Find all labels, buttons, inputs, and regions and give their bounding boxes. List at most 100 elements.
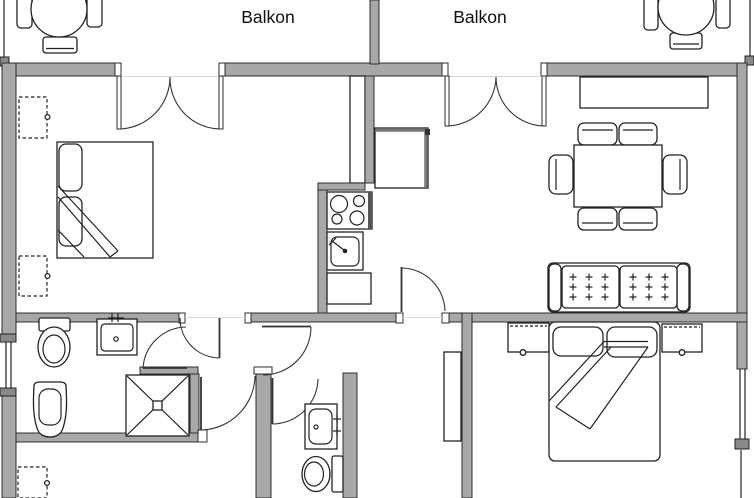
fridge-hinge <box>425 129 430 135</box>
nightstand-icon <box>507 322 550 353</box>
chair-icon <box>42 36 78 54</box>
faucet-handle <box>328 237 337 246</box>
chair-icon <box>16 0 33 29</box>
sink-drain <box>113 336 119 342</box>
wall-kitchen-jog <box>317 182 366 191</box>
bedroom2-furniture <box>443 321 703 462</box>
burner <box>329 194 349 214</box>
doors <box>116 75 547 431</box>
balcony-door1-right-leaf <box>218 75 224 130</box>
wc-sink-basin <box>308 408 333 445</box>
dresser-knob <box>44 272 51 280</box>
living-room-furniture <box>547 76 709 313</box>
kitchen-door-arc <box>401 267 446 312</box>
bathroom-door-arc <box>142 326 187 369</box>
bedroom1-door-arc <box>179 317 220 359</box>
balcony-door2-left-leaf <box>444 75 450 127</box>
window-left-cap-top <box>0 333 17 343</box>
nightstand-icon <box>661 323 703 353</box>
window-right-cap <box>734 438 750 450</box>
wall-wc-right <box>342 372 358 498</box>
jamb <box>540 62 548 77</box>
kitchen-sink-basin <box>330 236 360 267</box>
burner <box>331 213 343 225</box>
dining-chair-icon <box>662 154 688 195</box>
railing-right-foot <box>744 55 754 66</box>
storage-door-arc <box>200 375 256 431</box>
wc-toilet-bowl <box>303 461 325 487</box>
wall-hall-top <box>249 312 403 323</box>
pillow <box>58 196 83 247</box>
wall-bedroom1-kitchen <box>364 75 375 184</box>
wall-balcony-divider <box>369 0 380 65</box>
toilet-icon <box>37 326 71 368</box>
dining-chair-icon <box>577 207 618 231</box>
balcony-door1-left-leaf <box>116 75 122 130</box>
bedroom1-furniture <box>18 96 154 297</box>
wall-top-middle <box>221 62 446 77</box>
round-table-icon <box>30 0 88 38</box>
jamb <box>197 429 208 443</box>
nightstand-knob <box>678 349 686 356</box>
wall-right-upper <box>736 62 748 370</box>
jamb <box>253 366 273 375</box>
bidet-basin <box>38 388 62 426</box>
storage-room-furniture <box>17 466 51 498</box>
wc-sink-drain <box>313 424 319 430</box>
wall-left-upper <box>1 62 17 341</box>
dining-chair-icon <box>548 154 574 195</box>
dresser-icon <box>18 96 48 139</box>
fridge-icon <box>374 127 429 189</box>
window-left-cap-bottom <box>0 387 17 397</box>
cabinet-knob <box>43 479 51 487</box>
balcony-door2-right-leaf <box>541 75 547 127</box>
burner <box>349 210 365 226</box>
kitchen-cabinet <box>326 272 372 305</box>
blanket-fold <box>555 406 591 430</box>
chair-icon <box>643 0 659 31</box>
dining-chair-icon <box>577 122 618 146</box>
balcony-left-furniture <box>16 0 103 54</box>
toilet-bowl <box>42 334 66 364</box>
pillow <box>552 326 604 357</box>
blanket-fold <box>589 346 649 430</box>
dining-chair-icon <box>618 207 658 231</box>
balcony-left-label: Balkon <box>241 7 295 27</box>
cabinet-icon <box>17 466 48 498</box>
jamb <box>244 312 252 324</box>
blanket-fold <box>555 346 612 408</box>
blanket-fold <box>57 185 119 252</box>
dresser-icon <box>18 255 48 297</box>
balcony-door2-arc-left <box>446 76 497 127</box>
jamb <box>395 312 404 324</box>
jamb <box>114 62 122 77</box>
hall-door-arc <box>262 326 312 376</box>
balcony-door2-arc-right <box>495 76 545 127</box>
pillow <box>58 143 83 192</box>
wall-wc-left <box>255 372 272 498</box>
jamb <box>441 62 449 77</box>
kitchen-tall-counter <box>349 75 366 184</box>
kitchen-furniture <box>326 127 430 305</box>
blanket-fold <box>57 229 85 258</box>
dresser-knob <box>44 113 51 121</box>
wall-kitchen-left <box>317 189 328 315</box>
wall-top-left <box>1 62 119 77</box>
faucet-lever <box>331 240 345 251</box>
bathroom-furniture <box>32 313 190 438</box>
wc-toilet-tank <box>331 455 344 493</box>
chair-icon <box>715 0 731 29</box>
dining-chair-icon <box>618 122 658 146</box>
shower-drain <box>152 400 163 411</box>
balcony-right-furniture <box>643 0 731 50</box>
balcony-right-label: Balkon <box>453 7 507 27</box>
faucet-base <box>342 248 348 254</box>
sideboard-icon <box>579 76 709 109</box>
round-table-icon <box>657 0 715 36</box>
wc-door-arc <box>272 378 319 425</box>
wall-shower-back <box>139 366 199 375</box>
blanket-fold <box>548 341 605 402</box>
wall-bedroom2-left <box>461 312 473 498</box>
nightstand-knob <box>519 349 527 356</box>
